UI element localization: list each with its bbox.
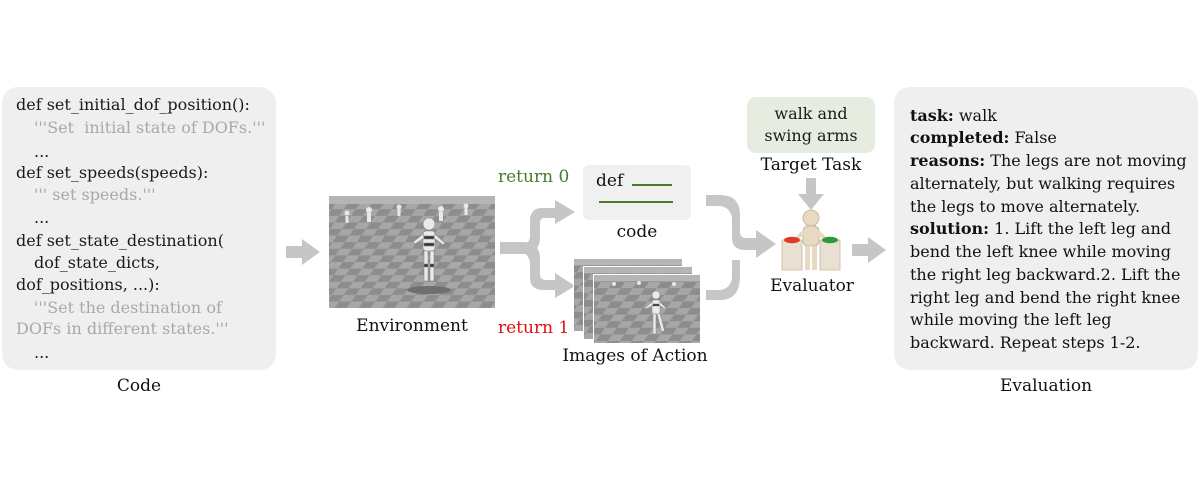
code-line: dof_state_dicts, [34,253,160,272]
code-card-caption: code [616,222,658,242]
eval-text-line: while moving the left leg [910,310,1112,329]
evaluator-icon [781,209,841,271]
code-line: '''Set the destination of [34,298,222,317]
code-line: '''Set initial state of DOFs.''' [34,118,266,137]
return-0-label: return 0 [498,167,570,187]
task-line-1: walk and [774,104,848,123]
code-line: ... [34,208,50,227]
code-stub-line [632,184,672,186]
arrow-right-icon [852,237,886,263]
return-1-label: return 1 [498,318,570,338]
eval-reasons-line: reasons: The legs are not moving [910,151,1187,170]
target-task-caption: Target Task [760,155,862,175]
evaluator-caption: Evaluator [770,276,854,296]
code-caption: Code [116,376,162,396]
eval-text-line: the right leg backward.2. Lift the [910,265,1181,284]
evaluation-panel: task: walk completed: False reasons: The… [894,87,1198,370]
arrow-down-icon [798,178,824,210]
eval-completed-line: completed: False [910,128,1057,147]
merge-arrows [706,195,776,300]
code-line: ... [34,142,50,161]
arrow-right-icon [286,239,320,265]
humanoid-figure [407,217,451,294]
humanoid-figure [644,290,667,335]
code-line: ''' set speeds.''' [34,185,156,204]
def-keyword: def [596,171,624,191]
images-caption: Images of Action [562,346,708,366]
eval-text-line: backward. Repeat steps 1-2. [910,333,1141,352]
code-stub-line [599,201,673,203]
target-task-box: walk and swing arms [747,97,875,153]
eval-text-line: bend the left knee while moving [910,242,1171,261]
branch-arrows [500,200,575,298]
evaluation-caption: Evaluation [999,376,1093,396]
task-line-2: swing arms [764,126,858,145]
code-line: dof_positions, ...): [16,275,160,294]
code-line: DOFs in different states.''' [16,319,229,338]
environment-caption: Environment [356,316,468,336]
code-line: def set_speeds(speeds): [16,163,209,182]
code-line: def set_state_destination( [16,231,224,250]
code-line: ... [34,343,50,362]
code-panel: def set_initial_dof_position(): '''Set i… [2,87,276,370]
code-card: def [583,165,691,220]
code-line: def set_initial_dof_position(): [16,95,250,114]
eval-text-line: alternately, but walking requires [910,174,1176,193]
eval-text-line: the legs to move alternately. [910,197,1141,216]
eval-solution-line: solution: 1. Lift the left leg and [910,219,1172,238]
eval-task-line: task: walk [910,106,997,125]
eval-text-line: right leg and bend the right knee [910,288,1181,307]
action-frame [593,274,701,344]
environment-image [329,196,495,308]
